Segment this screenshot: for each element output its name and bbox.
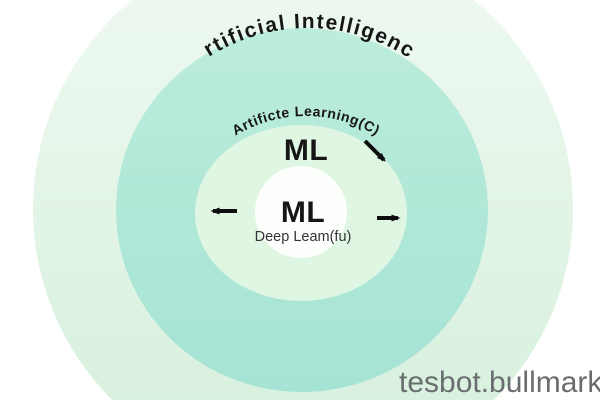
ring-ml-label: ML: [284, 134, 328, 167]
center-circle-deep-learning: [255, 166, 347, 258]
watermark-text: tesbot.bullmark: [399, 366, 600, 399]
arrow-diagonal-down-right-icon: [363, 139, 386, 162]
center-ml-label: ML: [281, 196, 325, 229]
deep-learning-sub-label: Deep Leam(fu): [255, 229, 352, 245]
